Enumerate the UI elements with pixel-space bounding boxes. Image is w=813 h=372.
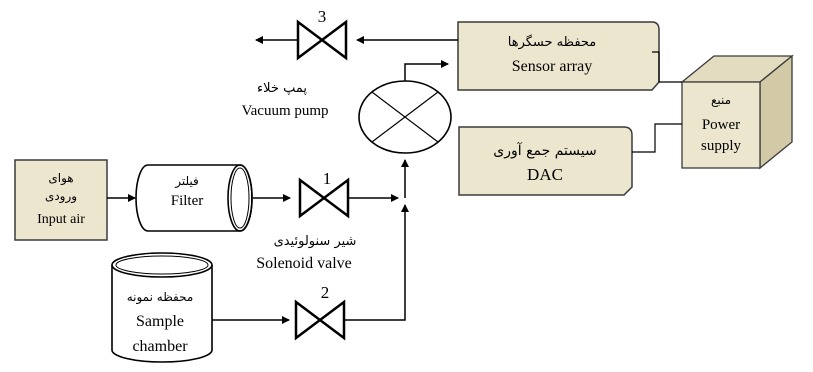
filter-cylinder: فیلتر Filter	[135, 164, 253, 232]
dac-label-fa: سیستم جمع آوری	[493, 142, 596, 159]
power-supply-box: منبع Power supply	[680, 54, 794, 170]
valve-3-number: 3	[318, 7, 327, 26]
valve-2-number: 2	[321, 283, 330, 302]
vacuum-pump-label-fa: پمپ خلاء	[257, 81, 307, 96]
valve-1-number: 1	[323, 169, 332, 188]
sensor-array-label-en: Sensor array	[512, 58, 592, 75]
input-air-box: هوای ورودی Input air	[14, 159, 108, 241]
solenoid-valve-label-fa: شیر سنولوئیدی	[274, 234, 357, 249]
input-air-label-fa-2: ورودی	[45, 189, 77, 204]
power-supply-label-fa: منبع	[711, 93, 731, 107]
sample-chamber-label-fa: محفظه نمونه	[127, 290, 194, 305]
manifold-circle	[358, 80, 452, 154]
wire-sensor-side	[652, 51, 660, 82]
sample-chamber-label-en-1: Sample	[136, 313, 184, 330]
input-air-label-fa-1: هوای	[48, 171, 73, 186]
wire-power-to-dac	[632, 123, 682, 153]
filter-label-fa: فیلتر	[174, 174, 199, 189]
sensor-array-label-fa: محفظه حسگرها	[508, 34, 597, 50]
filter-label-en: Filter	[171, 193, 204, 209]
dac-box: سیستم جمع آوری DAC	[458, 126, 633, 196]
power-supply-label-en-2: supply	[701, 138, 742, 154]
valve-3: 3	[296, 7, 348, 61]
sample-chamber-label-en-2: chamber	[132, 338, 188, 355]
vacuum-pump-label-en: Vacuum pump	[241, 103, 328, 119]
connector-manifold-to-sensor	[404, 60, 449, 81]
valve-2: 2	[294, 283, 346, 341]
valve-1: 1	[298, 169, 350, 219]
connector-valve2-to-junction	[344, 204, 409, 321]
dac-label-en: DAC	[527, 165, 563, 184]
power-supply-label-en-1: Power	[702, 117, 740, 133]
sample-chamber-cylinder: محفظه نمونه Sample chamber	[111, 252, 213, 363]
sensor-array-box: محفظه حسگرها Sensor array	[457, 21, 660, 91]
solenoid-valve-label-en: Solenoid valve	[256, 255, 352, 272]
input-air-label-en: Input air	[37, 212, 85, 227]
